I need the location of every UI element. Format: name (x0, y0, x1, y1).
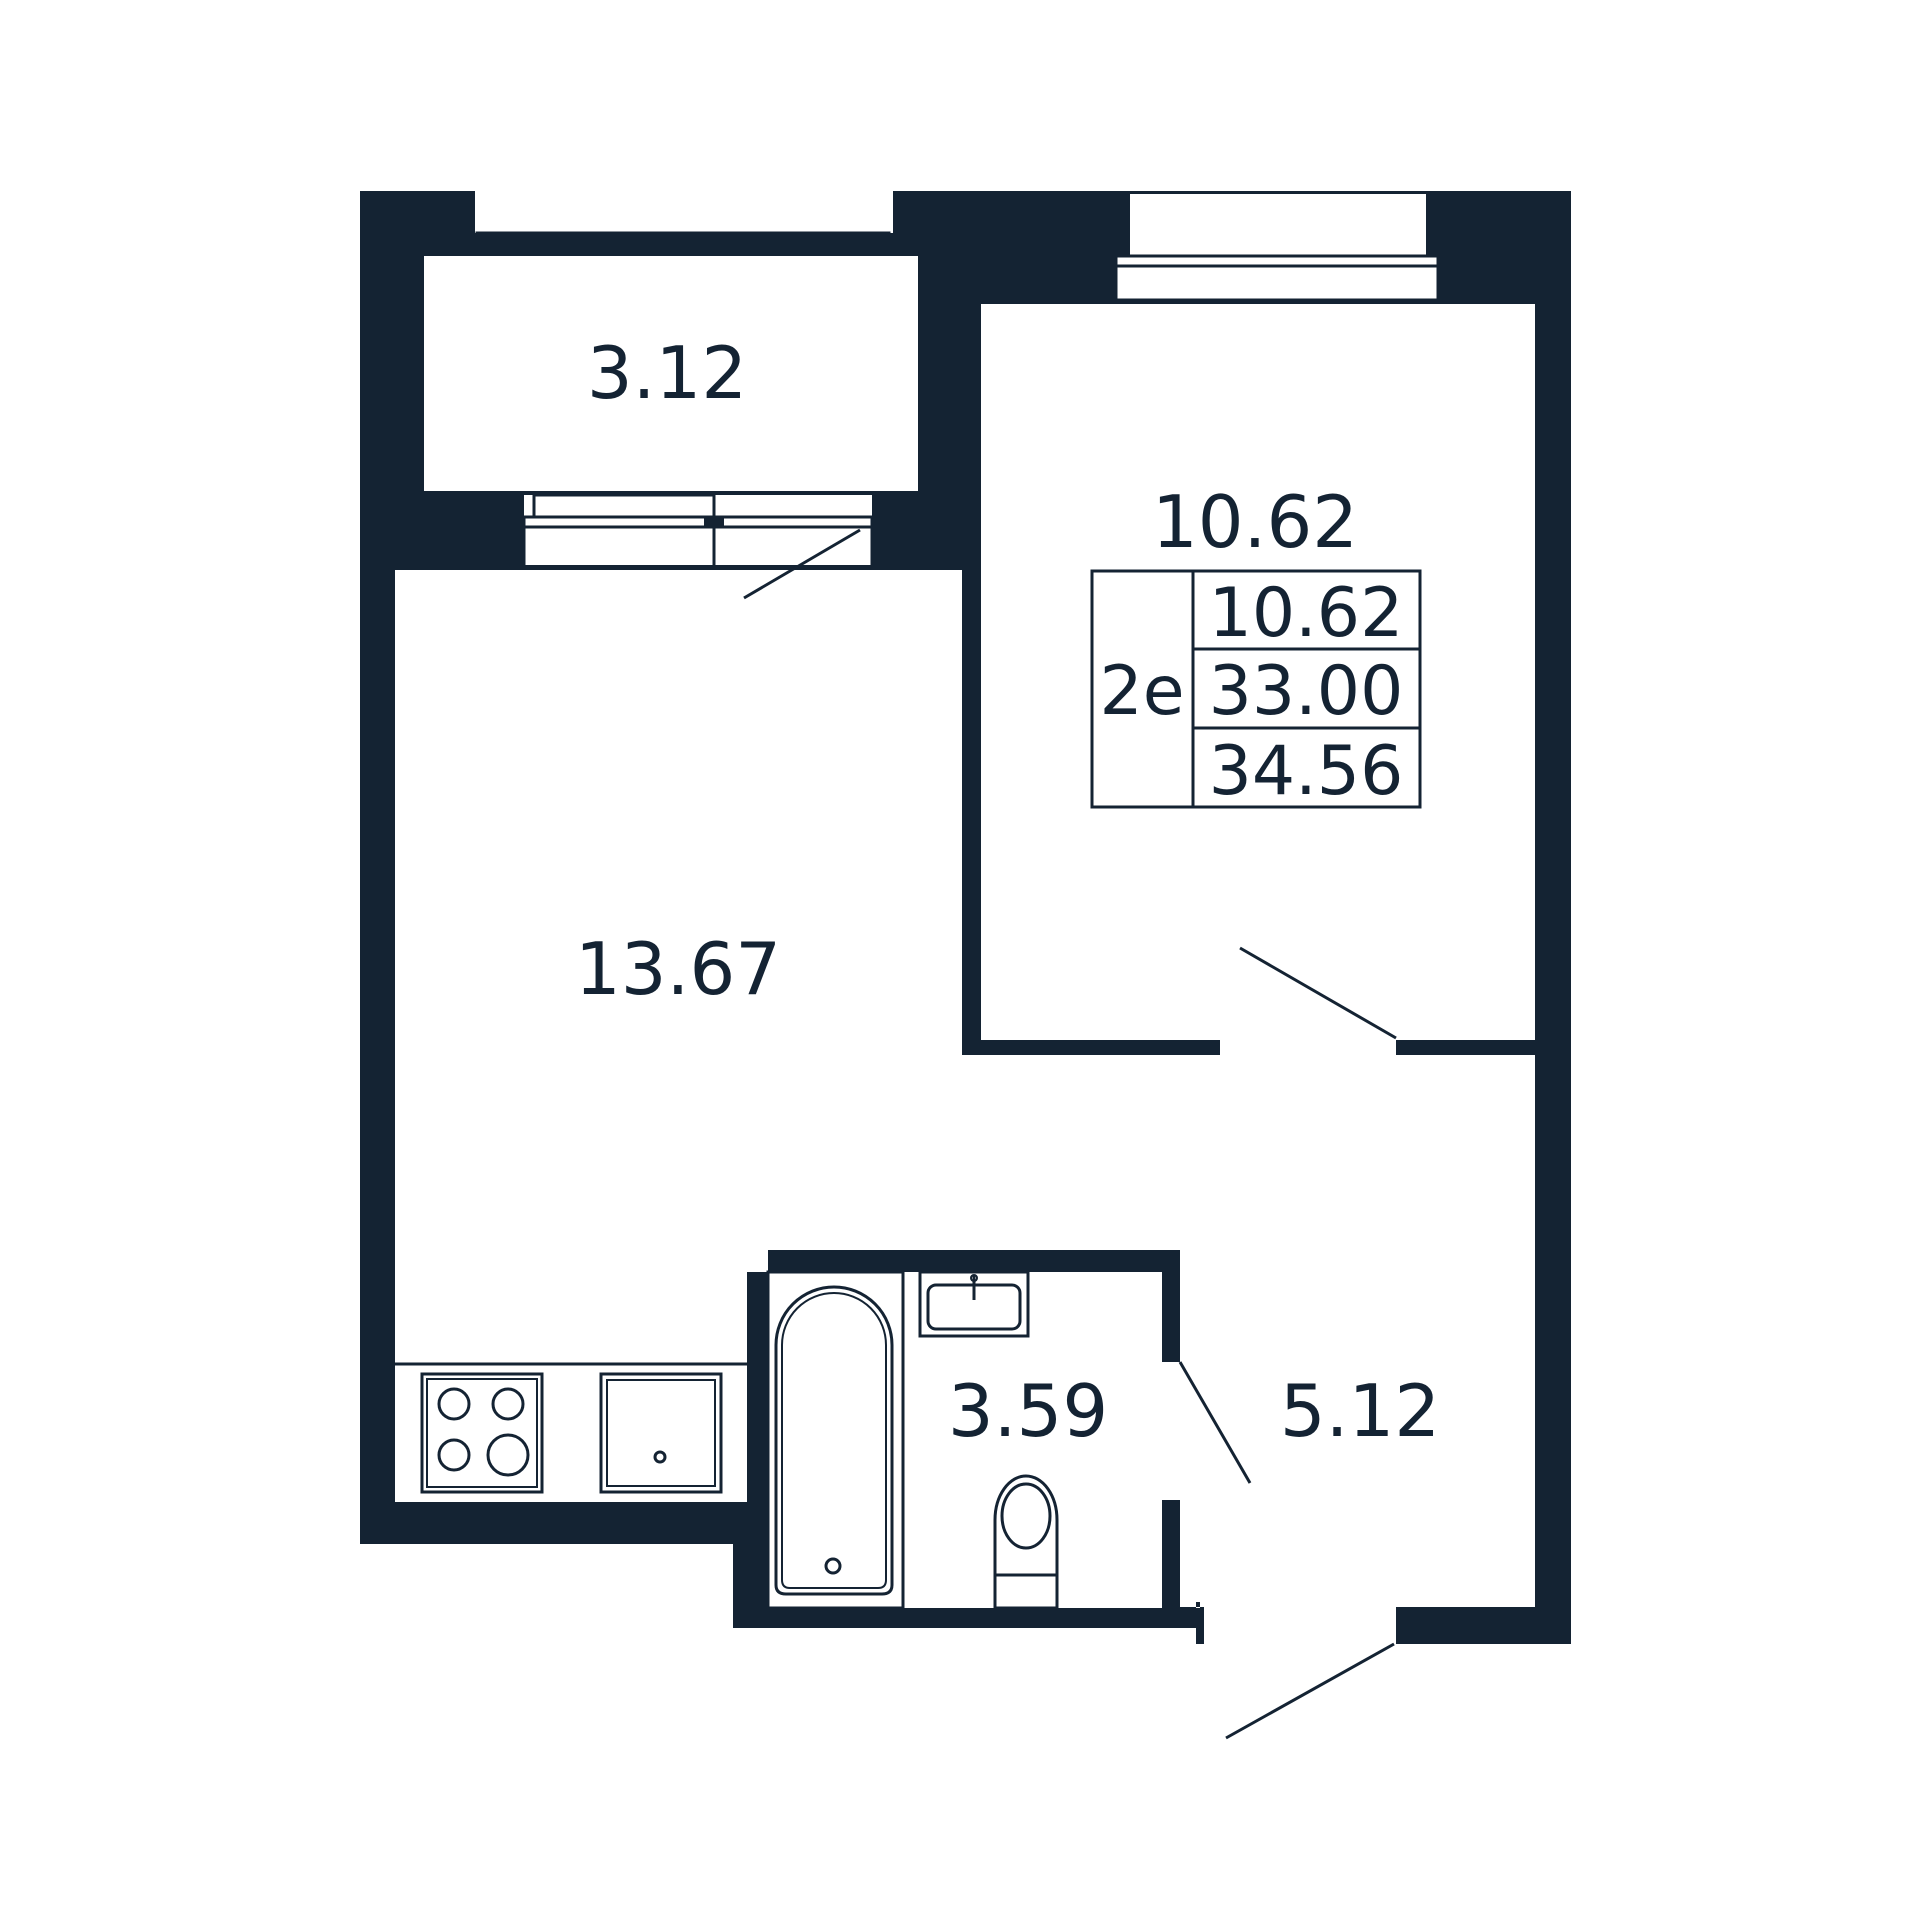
living-area-value: 10.62 (1209, 574, 1404, 653)
bathtub-icon (766, 1270, 905, 1610)
area-summary-table: 2e 10.62 33.00 34.56 (1090, 569, 1422, 811)
walls (360, 191, 1571, 1647)
bathroom-fixtures (766, 1270, 1059, 1610)
washbasin-icon (918, 1270, 1030, 1338)
room-label-balcony: 3.12 (587, 331, 747, 415)
room-label-bedroom: 10.62 (1152, 480, 1358, 564)
stove-icon (420, 1372, 544, 1494)
room-label-hallway: 5.12 (1280, 1369, 1440, 1453)
windows (475, 231, 1440, 569)
total-with-balcony-value: 34.56 (1209, 732, 1404, 811)
kitchen-sink-icon (599, 1372, 723, 1494)
total-area-value: 33.00 (1209, 652, 1404, 731)
room-labels: 3.12 10.62 13.67 3.59 5.12 (575, 331, 1440, 1453)
apartment-type: 2e (1099, 652, 1184, 731)
room-label-bathroom: 3.59 (948, 1369, 1108, 1453)
kitchen-counter (395, 1362, 747, 1494)
doors (743, 528, 1397, 1740)
toilet-icon (993, 1474, 1059, 1610)
room-label-kitchen-living: 13.67 (575, 927, 781, 1011)
